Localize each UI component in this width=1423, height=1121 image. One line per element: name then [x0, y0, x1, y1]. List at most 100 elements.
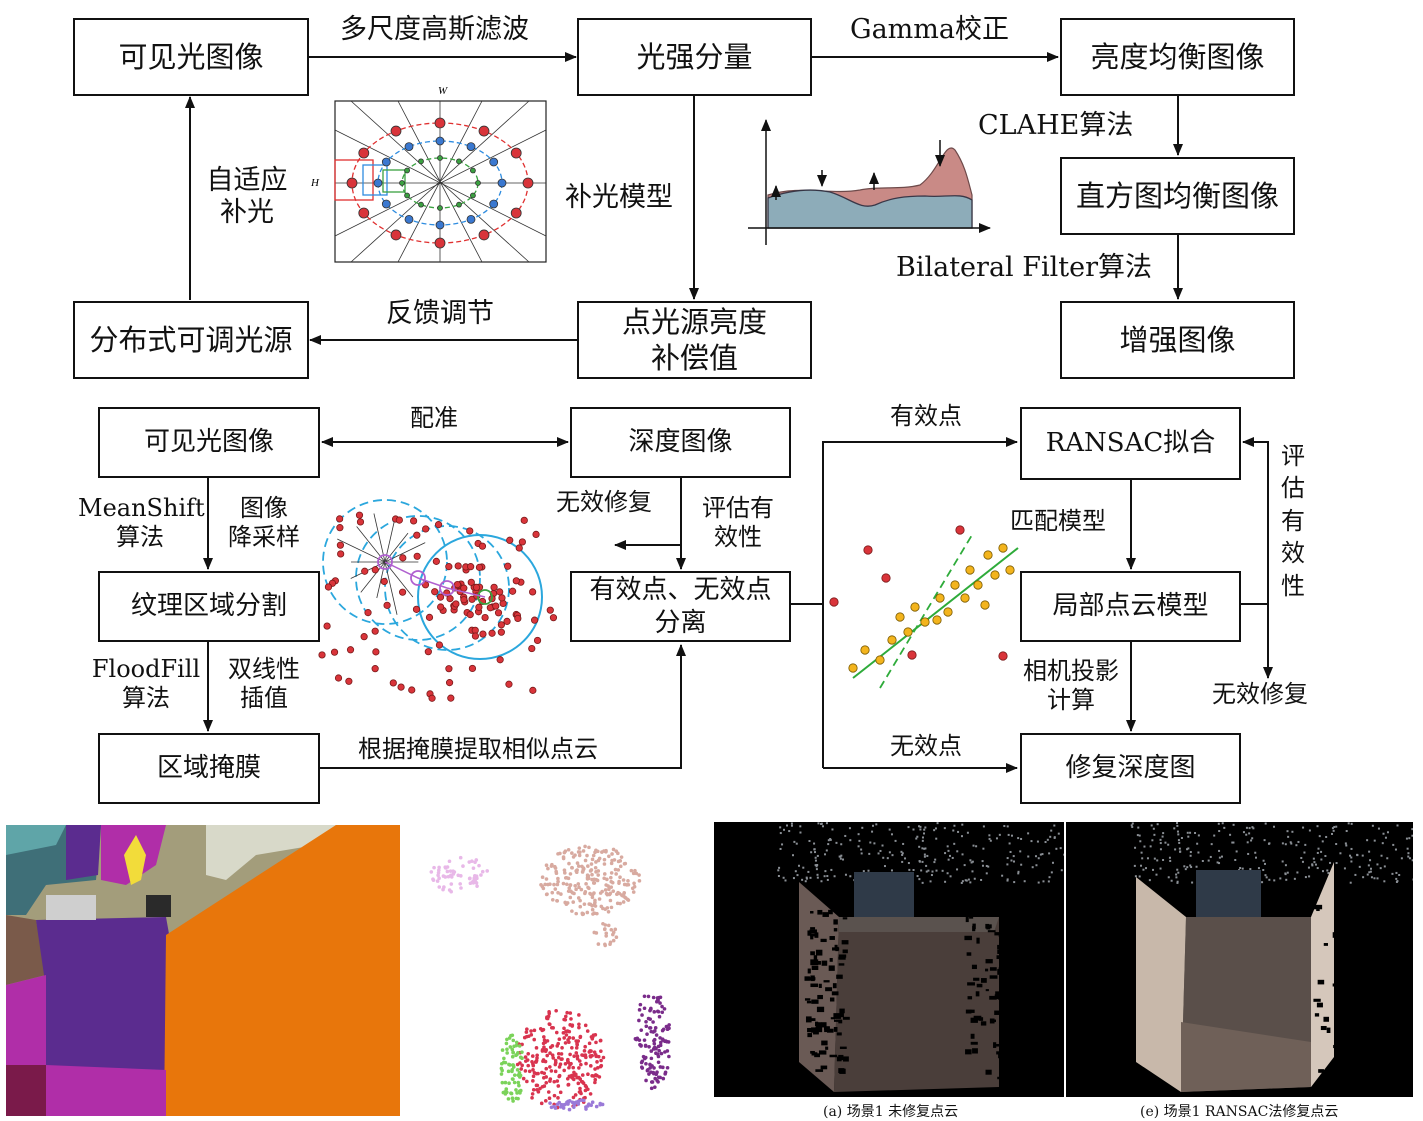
cluster-point: [541, 875, 545, 879]
cloud-speck: [1346, 830, 1348, 832]
cloud-hole: [830, 998, 834, 1002]
cluster-point: [467, 860, 471, 864]
cloud-speck: [1218, 823, 1220, 825]
cloud-speck: [1380, 867, 1382, 869]
cluster-point: [578, 1087, 582, 1091]
cloud-hole: [966, 917, 969, 923]
cloud-speck: [845, 874, 847, 876]
separate-points-box: 有效点、无效点 分离: [570, 571, 791, 642]
cloud-speck: [999, 834, 1001, 836]
cloud-hole: [965, 1049, 972, 1054]
cluster-point: [658, 1076, 662, 1080]
cloud-speck: [1264, 839, 1266, 841]
cluster-point: [591, 1100, 595, 1104]
cluster-point: [552, 1080, 556, 1084]
cluster-point: [542, 1045, 546, 1049]
evaluate-line-1: 评估有: [692, 494, 784, 523]
region-mask-box: 区域掩膜: [98, 733, 320, 804]
cluster-point: [652, 996, 656, 1000]
histogram-equalized-label: 直方图均衡图像: [1076, 178, 1279, 214]
cluster-point: [547, 1090, 551, 1094]
cloud-speck: [918, 825, 920, 827]
cluster-point: [594, 860, 598, 864]
cluster-point: [512, 1064, 516, 1068]
cluster-point: [603, 849, 607, 853]
cloud-hole: [990, 967, 997, 971]
camera-projection-line-2: 计算: [1012, 686, 1130, 715]
cloud-hole: [817, 910, 822, 915]
cloud-speck: [1145, 867, 1147, 869]
cloud-speck: [863, 870, 865, 872]
cluster-point: [530, 1060, 534, 1064]
bilinear-line-2: 插值: [220, 684, 308, 713]
cloud-speck: [799, 832, 801, 834]
point-light-compensation-box: 点光源亮度 补偿值: [577, 301, 812, 379]
valid-points-label: 有效点: [890, 402, 962, 431]
cluster-point: [579, 1090, 583, 1094]
cluster-point: [604, 934, 608, 938]
cluster-point: [559, 1091, 563, 1095]
downsample-label: 图像 降采样: [220, 494, 308, 552]
cloud-speck: [1048, 880, 1050, 882]
segmentation-image: [6, 825, 400, 1116]
cloud-speck: [816, 868, 818, 870]
cloud-speck: [952, 830, 954, 832]
cluster-point: [542, 1035, 546, 1039]
cloud-speck: [1395, 872, 1397, 874]
cloud-speck: [1008, 834, 1010, 836]
cloud-speck: [918, 846, 920, 848]
cloud-speck: [1017, 871, 1019, 873]
cluster-point: [657, 1045, 661, 1049]
cloud-speck: [924, 847, 926, 849]
cluster-point: [645, 1032, 649, 1036]
cloud-speck: [1245, 834, 1247, 836]
cloud-hole: [839, 1069, 845, 1074]
cluster-point: [564, 1062, 568, 1066]
cloud-speck: [913, 869, 915, 871]
cloud-speck: [1006, 863, 1008, 865]
cloud-speck: [901, 861, 903, 863]
cluster-point: [568, 1108, 572, 1112]
cloud-hole: [994, 1011, 1002, 1015]
cluster-point: [599, 1039, 603, 1043]
cluster-point: [502, 1091, 506, 1095]
cloud-speck: [1362, 855, 1364, 857]
cloud-hole: [967, 982, 975, 985]
cluster-point: [520, 1050, 524, 1054]
meanshift-label: MeanShift 算法: [78, 494, 202, 552]
cluster-point: [548, 1065, 552, 1069]
cloud-hole: [967, 952, 972, 955]
cloud-hole: [812, 966, 819, 970]
cluster-point: [658, 1001, 662, 1005]
cloud-speck: [973, 845, 975, 847]
cloud-speck: [1370, 868, 1372, 870]
cluster-point: [564, 1015, 568, 1019]
cloud-hole: [1333, 983, 1336, 986]
cloud-speck: [969, 881, 971, 883]
cluster-point: [576, 882, 580, 886]
cloud-speck: [778, 867, 780, 869]
cloud-speck: [1412, 879, 1413, 881]
cloud-hole: [1331, 1081, 1338, 1086]
downsample-line-1: 图像: [220, 494, 308, 523]
cluster-point: [639, 1003, 643, 1007]
cluster-point: [531, 1068, 535, 1072]
cloud-speck: [1219, 857, 1221, 859]
cloud-speck: [1318, 848, 1320, 850]
cluster-point: [655, 1033, 659, 1037]
cloud-speck: [1378, 828, 1380, 830]
light-component-box: 光强分量: [577, 18, 812, 96]
brightness-balanced-box: 亮度均衡图像: [1060, 18, 1295, 96]
cloud-speck: [1032, 866, 1034, 868]
cloud-speck: [935, 838, 937, 840]
cluster-point: [543, 1084, 547, 1088]
cloud-speck: [918, 878, 920, 880]
cloud-hole: [810, 1051, 815, 1054]
pointcloud-repaired-image: [1066, 822, 1413, 1097]
cloud-speck: [1239, 867, 1241, 869]
cloud-speck: [908, 862, 910, 864]
cloud-hole: [828, 910, 833, 914]
cluster-point: [547, 1010, 551, 1014]
cloud-speck: [908, 826, 910, 828]
cloud-speck: [1052, 862, 1054, 864]
